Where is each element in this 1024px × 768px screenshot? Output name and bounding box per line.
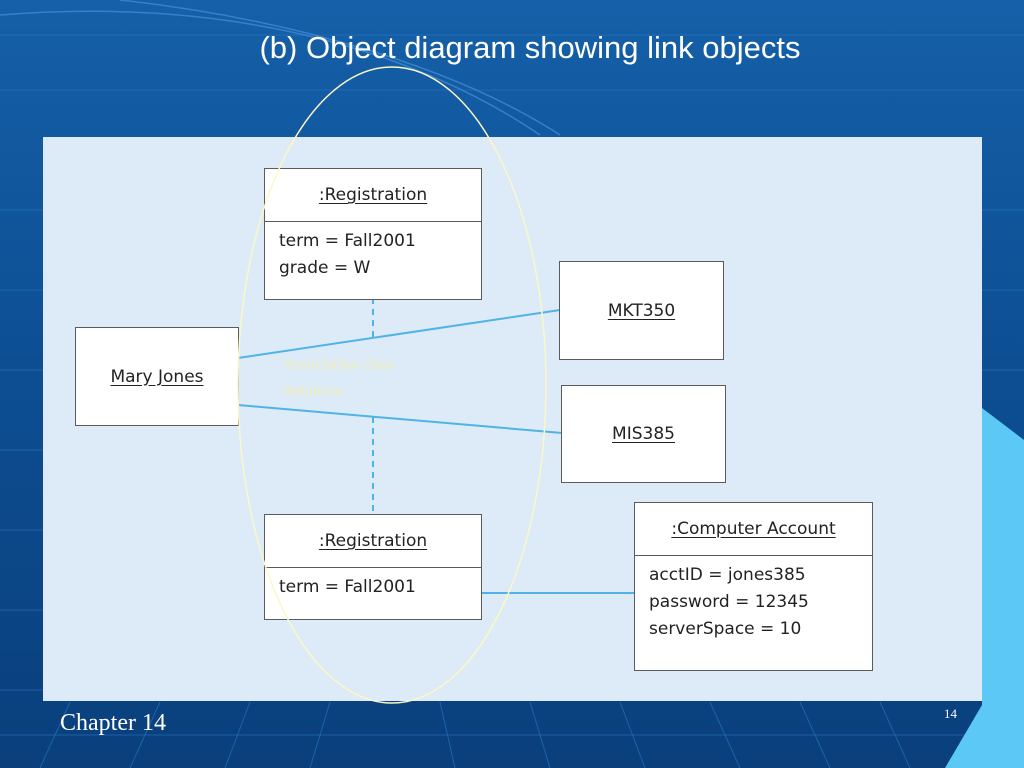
computer-account-object: :Computer Account acctID = jones385 pass… bbox=[634, 502, 873, 671]
registration-1-header: :Registration bbox=[265, 169, 481, 222]
registration-object-1: :Registration term = Fall2001 grade = W bbox=[264, 168, 482, 300]
link-mary-mis385 bbox=[237, 404, 563, 434]
attribute-line: serverSpace = 10 bbox=[649, 619, 802, 639]
mkt350-label: MKT350 bbox=[607, 300, 676, 321]
callout-line: Association class bbox=[283, 356, 394, 373]
attribute-line: grade = W bbox=[279, 258, 371, 278]
registration-2-attributes: term = Fall2001 bbox=[265, 568, 481, 601]
link-lines bbox=[237, 298, 635, 594]
computer-account-header: :Computer Account bbox=[635, 503, 872, 556]
attribute-line: term = Fall2001 bbox=[279, 231, 416, 251]
registration-1-attributes: term = Fall2001 grade = W bbox=[265, 222, 481, 282]
registration-2-header: :Registration bbox=[265, 515, 481, 568]
mkt350-object: MKT350 bbox=[559, 261, 724, 360]
slide-title: (b) Object diagram showing link objects bbox=[259, 30, 801, 65]
mary-jones-object: Mary Jones bbox=[75, 327, 239, 426]
attribute-line: acctID = jones385 bbox=[649, 565, 806, 585]
registration-object-2: :Registration term = Fall2001 bbox=[264, 514, 482, 620]
attribute-line: password = 12345 bbox=[649, 592, 809, 612]
association-class-callout: Association class instances bbox=[283, 352, 394, 404]
mis385-object: MIS385 bbox=[561, 385, 726, 483]
attribute-line: term = Fall2001 bbox=[279, 577, 416, 597]
mary-jones-label: Mary Jones bbox=[110, 366, 204, 387]
footer-chapter: Chapter 14 bbox=[60, 710, 166, 736]
link-mary-mkt350 bbox=[237, 309, 561, 359]
mis385-label: MIS385 bbox=[612, 424, 675, 444]
diagram-panel: Mary Jones :Registration term = Fall2001… bbox=[43, 137, 982, 701]
page-number: 14 bbox=[944, 706, 957, 721]
callout-line: instances bbox=[283, 382, 342, 399]
computer-account-attributes: acctID = jones385 password = 12345 serve… bbox=[635, 556, 872, 643]
